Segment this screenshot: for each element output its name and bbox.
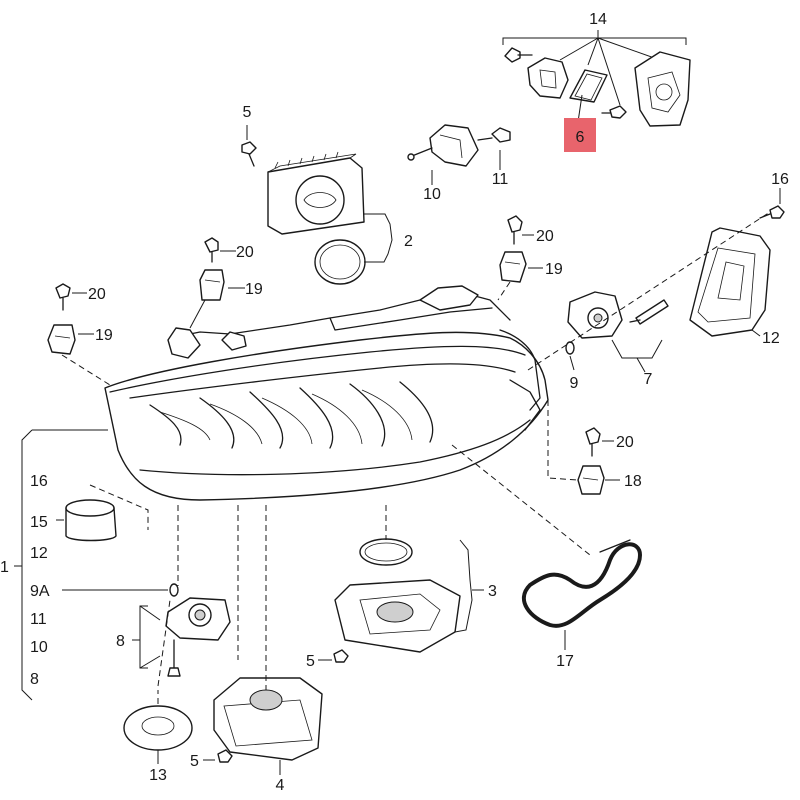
- callout-16-right: 16: [771, 171, 789, 188]
- screw-clip-right-lower: [547, 400, 620, 495]
- callout-19-a: 19: [245, 281, 263, 298]
- callout-20-d: 20: [616, 434, 634, 451]
- screw-clip-right-upper: [497, 215, 543, 301]
- callout-20-a: 20: [236, 244, 254, 261]
- callout-20-b: 20: [536, 228, 554, 245]
- item-4-module: [203, 505, 323, 775]
- callout-3: 3: [488, 583, 497, 600]
- callout-11: 11: [492, 171, 509, 188]
- left-bracket: [14, 429, 108, 701]
- item-17-cable: [451, 444, 642, 650]
- list-item-15: 15: [30, 514, 48, 531]
- screw-clip-left-upper: [189, 237, 245, 329]
- item-9A: [62, 583, 179, 597]
- callout-7: 7: [644, 371, 653, 388]
- callout-12: 12: [762, 330, 780, 347]
- item-2-control-module: [241, 125, 393, 285]
- callout-18: 18: [624, 473, 642, 490]
- callout-19-c: 19: [95, 327, 113, 344]
- item-3-module: [318, 505, 484, 663]
- list-item-12: 12: [30, 545, 48, 562]
- callout-19-b: 19: [545, 261, 563, 278]
- callout-20-c: 20: [88, 286, 106, 303]
- callout-14: 14: [589, 11, 607, 28]
- list-item-10: 10: [30, 639, 48, 656]
- item-10-motor: [407, 124, 479, 185]
- callout-5-bottom: 5: [190, 753, 199, 770]
- item-11-screw: [477, 127, 511, 170]
- headlight-housing: [104, 285, 549, 501]
- list-item-16: 16: [30, 473, 48, 490]
- list-item-11: 11: [30, 611, 47, 628]
- callout-9: 9: [570, 375, 579, 392]
- left-list-labels: 16 15 12 9A 11 10 8: [30, 473, 50, 688]
- callout-17: 17: [556, 653, 574, 670]
- item-12-cover: [689, 188, 785, 337]
- item-14-group: [502, 30, 691, 127]
- callout-6: 6: [576, 129, 585, 146]
- item-9-oring: [565, 341, 575, 371]
- callout-2: 2: [404, 233, 413, 250]
- callout-8-side: 8: [116, 633, 125, 650]
- callout-labels: 14 5 10 11 16 2 20 20 19 19 20 19 12 9 7…: [0, 11, 789, 794]
- list-item-9A: 9A: [30, 583, 50, 600]
- callout-5-top: 5: [243, 104, 252, 121]
- callout-6-highlight[interactable]: 6: [564, 94, 596, 152]
- screw-clip-left-lower: [47, 283, 111, 386]
- callout-1: 1: [0, 559, 9, 576]
- item-8-bracket: [132, 505, 231, 677]
- item-7-bracket: [567, 291, 669, 373]
- item-13-grommet: [123, 599, 193, 764]
- callout-5-mid: 5: [306, 653, 315, 670]
- item-15-cap: [56, 484, 149, 542]
- callout-10: 10: [423, 186, 441, 203]
- callout-4: 4: [276, 777, 285, 794]
- callout-13: 13: [149, 767, 167, 784]
- list-item-8: 8: [30, 671, 39, 688]
- leader-dashed-top: [527, 211, 771, 371]
